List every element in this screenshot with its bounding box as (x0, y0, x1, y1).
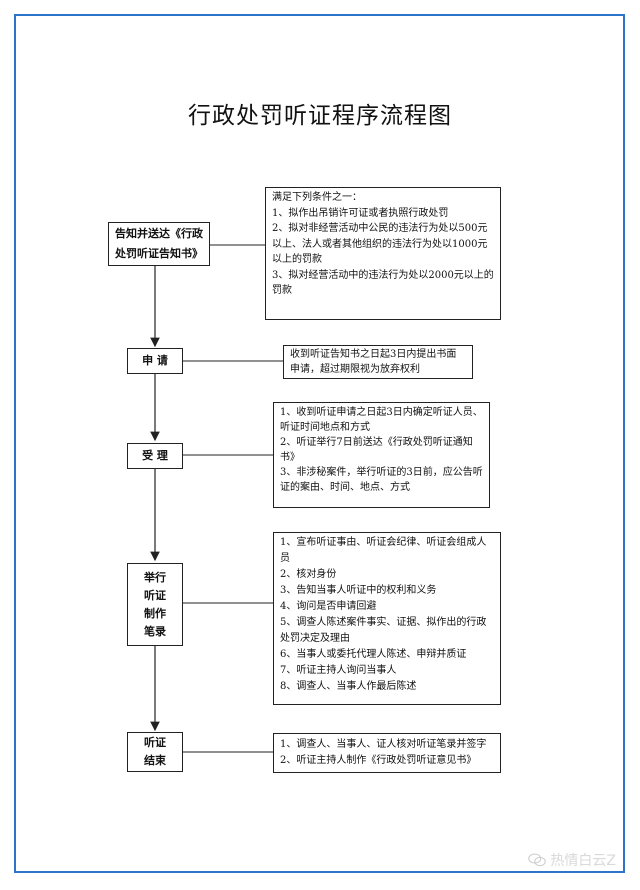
wechat-icon (528, 853, 547, 867)
note-line: 2、听证主持人制作《行政处罚听证意见书》 (280, 755, 477, 766)
step-end: 听证 结束 (127, 732, 183, 772)
step-apply: 申 请 (127, 348, 183, 374)
watermark: 热情白云Z (528, 850, 616, 870)
step-hold: 举行 听证 制作 笔录 (127, 563, 183, 646)
note-line: 3、拟对经营活动中的违法行为处以2000元以上的罚款 (272, 269, 494, 297)
note-line: 3、非涉秘案件，举行听证的3日前，应公告听证的案由、时间、地点、方式 (280, 467, 483, 493)
page-title: 行政处罚听证程序流程图 (188, 103, 452, 129)
note-hold: 1、宣布听证事由、听证会纪律、听证会组成人员 2、核对身份 3、告知当事人听证中… (273, 532, 501, 705)
note-accept: 1、收到听证申请之日起3日内确定听证人员、听证时间地点和方式 2、听证举行7日前… (273, 402, 490, 508)
note-line: 5、调查人陈述案件事实、证据、拟作出的行政处罚决定及理由 (280, 617, 487, 644)
note-line: 6、当事人或委托代理人陈述、申辩并质证 (280, 649, 467, 660)
note-line: 满足下列条件之一： (272, 192, 362, 203)
watermark-text: 热情白云Z (550, 853, 616, 869)
note-line: 3、告知当事人听证中的权利和义务 (280, 585, 437, 596)
note-line: 1、调查人、当事人、证人核对听证笔录并签字 (280, 739, 487, 750)
note-conditions: 满足下列条件之一： 1、拟作出吊销许可证或者执照行政处罚 2、拟对非经营活动中公… (265, 187, 501, 320)
note-apply: 收到听证告知书之日起3日内提出书面申请，超过期限视为放弃权利 (283, 345, 473, 379)
note-line: 1、宣布听证事由、听证会纪律、听证会组成人员 (280, 537, 487, 564)
note-line: 4、询问是否申请回避 (280, 601, 377, 612)
note-line: 2、听证举行7日前送达《行政处罚听证通知书》 (280, 437, 473, 463)
note-line: 收到听证告知书之日起3日内提出书面申请，超过期限视为放弃权利 (290, 349, 457, 375)
note-end: 1、调查人、当事人、证人核对听证笔录并签字 2、听证主持人制作《行政处罚听证意见… (273, 733, 501, 773)
note-line: 8、调查人、当事人作最后陈述 (280, 681, 417, 692)
note-line: 1、拟作出吊销许可证或者执照行政处罚 (272, 207, 449, 219)
note-line: 2、核对身份 (280, 569, 337, 580)
note-line: 2、拟对非经营活动中公民的违法行为处以500元以上、法人或者其他组织的违法行为处… (272, 223, 488, 265)
step-accept: 受 理 (127, 443, 183, 469)
step-notify: 告知并送达《行政处罚听证告知书》 (108, 222, 210, 266)
page-border (14, 14, 625, 873)
note-line: 1、收到听证申请之日起3日内确定听证人员、听证时间地点和方式 (280, 407, 483, 433)
note-line: 7、听证主持人询问当事人 (280, 665, 397, 676)
